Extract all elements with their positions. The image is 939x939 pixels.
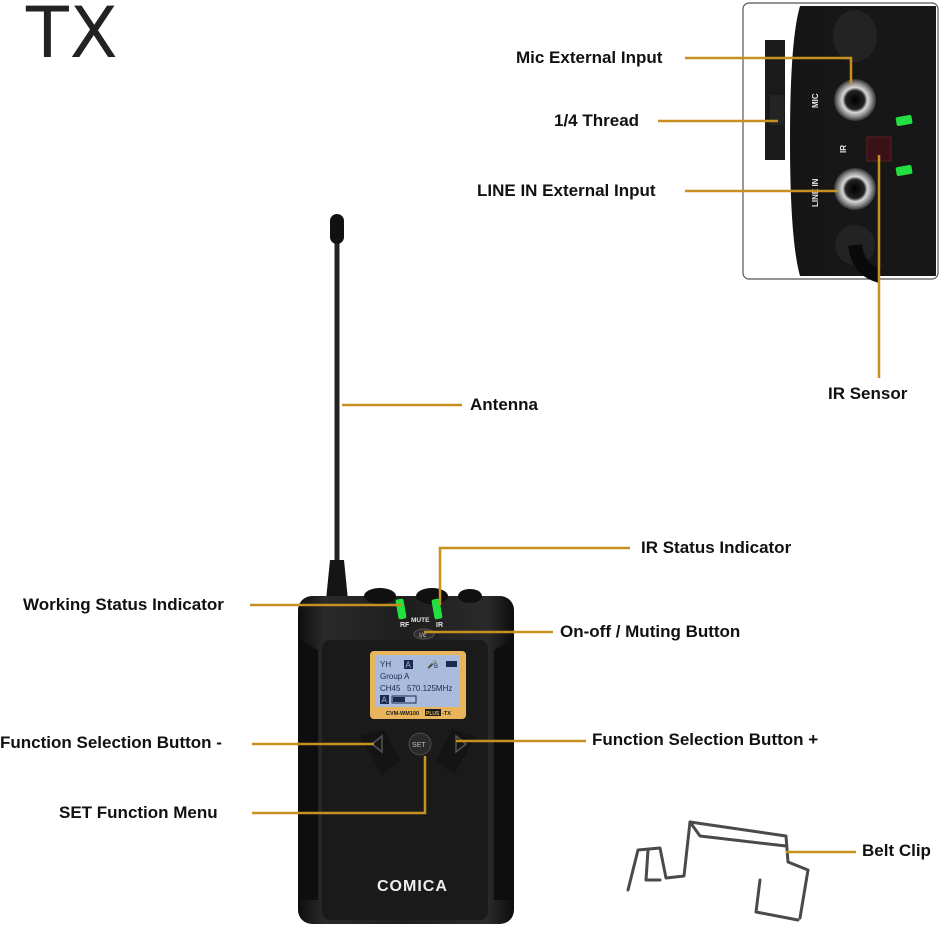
model-suffix: -TX	[442, 711, 451, 717]
lcd-battery-icon	[446, 661, 457, 667]
inset-mic-label: MIC	[811, 93, 820, 108]
callout-ir-status-indicator: IR Status Indicator	[641, 538, 792, 557]
lcd-signal: YH	[380, 660, 391, 669]
callout-working-status-indicator: Working Status Indicator	[23, 595, 224, 614]
belt-clip	[626, 820, 810, 922]
inset-line-in-label: LINE IN	[811, 178, 820, 207]
leader-lines	[250, 56, 881, 854]
callout-on-off-muting-button: On-off / Muting Button	[560, 622, 741, 641]
mute-label: MUTE	[411, 617, 430, 624]
lcd-group: Group A	[380, 672, 410, 681]
set-button-label: SET	[412, 742, 426, 749]
lcd-row4-badge: A	[382, 696, 388, 705]
callout-mic-external-input: Mic External Input	[516, 48, 663, 67]
lcd-badge-a: A	[406, 661, 412, 670]
callout-quarter-thread: 1/4 Thread	[554, 111, 640, 130]
page-title: TX	[26, 0, 119, 74]
inset-ir-label: IR	[839, 145, 848, 153]
inset-panel: MIC IR LINE IN	[742, 2, 939, 283]
callout-set-function-menu: SET Function Menu	[59, 803, 218, 822]
ir-label: IR	[436, 622, 443, 629]
callout-antenna: Antenna	[470, 395, 538, 414]
model-prefix: CVM-WM100	[386, 711, 419, 717]
lcd-level-meter	[391, 695, 417, 704]
callout-belt-clip: Belt Clip	[862, 841, 931, 860]
callout-function-selection-plus: Function Selection Button +	[592, 730, 819, 749]
lcd-mic-icon: 🎤	[427, 659, 437, 669]
lcd-frequency: 570.125MHz	[407, 684, 452, 693]
callout-ir-sensor: IR Sensor	[828, 384, 908, 403]
svg-text:I/ℭ: I/ℭ	[419, 632, 427, 639]
antenna	[326, 214, 348, 600]
callout-line-in-external-input: LINE IN External Input	[477, 181, 656, 200]
mic-jack	[834, 79, 876, 121]
line-in-jack	[834, 168, 876, 210]
set-button[interactable]	[408, 732, 432, 756]
lcd-channel: CH45	[380, 684, 401, 693]
inset-green-led-bottom	[895, 164, 913, 176]
callout-function-selection-minus: Function Selection Button -	[0, 733, 222, 752]
rf-label: RF	[400, 622, 410, 629]
model-badge: PLUS	[426, 711, 440, 717]
function-minus-button[interactable]	[370, 734, 383, 754]
transmitter-body: RF MUTE IR I/ℭ YH A 🎤 B Group A CH45 570…	[298, 588, 514, 924]
lcd-mic-b: B	[434, 664, 438, 670]
brand-logo: COMICA	[377, 878, 448, 895]
inset-green-led-top	[895, 114, 913, 126]
